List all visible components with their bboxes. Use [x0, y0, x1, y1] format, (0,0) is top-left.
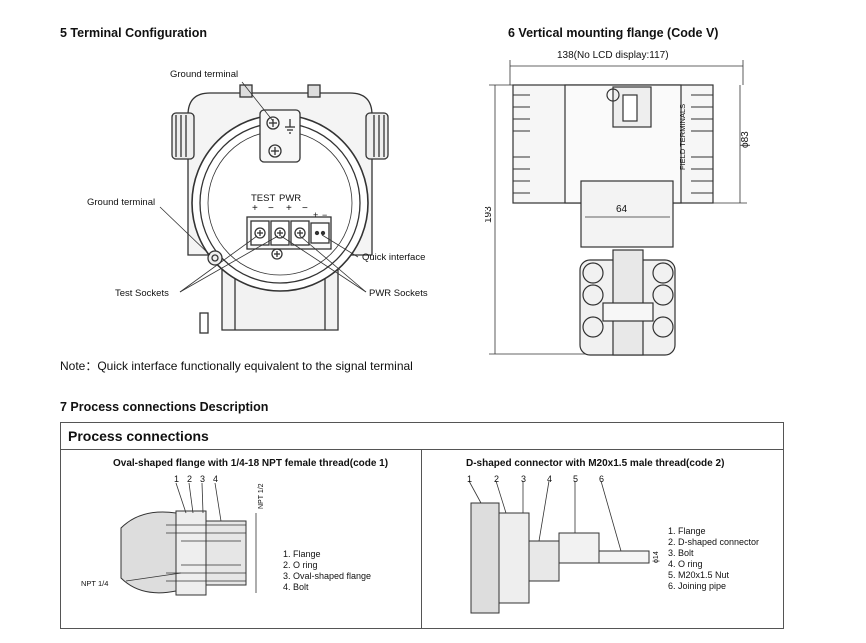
left-num-1: 1 [174, 474, 180, 484]
svg-text:−: − [322, 210, 327, 220]
ground-terminal-top-label: Ground terminal [170, 69, 239, 80]
right-num-2: 2 [494, 474, 500, 484]
right-legend-3: 3. Bolt [668, 548, 694, 558]
vertical-flange-drawing: FIELD TERMINALS ϕ83 193 64 [485, 60, 751, 356]
left-legend-3: 3. Oval-shaped flange [283, 571, 372, 581]
section-6-title: 6 Vertical mounting flange (Code V) [508, 26, 719, 40]
dim-width: 138(No LCD display:117) [557, 50, 669, 61]
test-label: TEST [251, 193, 275, 204]
dim-diameter: ϕ83 [740, 131, 751, 148]
right-dim-14: ϕ14 [653, 551, 660, 563]
note-text: Note：Quick interface functionally equiva… [60, 359, 413, 373]
process-connections-header: Process connections [61, 423, 783, 450]
svg-text:−: − [268, 203, 274, 214]
right-num-5: 5 [573, 474, 579, 484]
left-caption: Oval-shaped flange with 1/4-18 NPT femal… [113, 458, 389, 469]
right-num-6: 6 [599, 474, 605, 484]
npt-quarter-label: NPT 1/4 [81, 579, 109, 588]
left-num-3: 3 [200, 474, 206, 484]
left-legend-1: 1. Flange [283, 549, 321, 559]
dim-height: 193 [485, 206, 494, 223]
right-caption: D-shaped connector with M20x1.5 male thr… [466, 458, 725, 469]
left-legend-2: 2. O ring [283, 560, 318, 570]
section-5-title: 5 Terminal Configuration [60, 26, 207, 40]
process-connections-heading: Process connections [68, 428, 209, 444]
oval-flange-drawing [120, 482, 257, 596]
svg-text:+: + [313, 210, 318, 220]
section-7-title: 7 Process connections Description [60, 400, 269, 414]
terminal-configuration-drawing: TEST PWR + − + − + − [159, 81, 389, 334]
quick-interface-label: Quick interface [362, 252, 426, 263]
right-legend-1: 1. Flange [668, 526, 706, 536]
table-divider [421, 450, 422, 628]
right-num-3: 3 [521, 474, 527, 484]
left-legend-4: 4. Bolt [283, 582, 309, 592]
right-legend-4: 4. O ring [668, 559, 703, 569]
ground-terminal-left-label: Ground terminal [87, 197, 156, 208]
field-terminals-text: FIELD TERMINALS [678, 104, 687, 170]
pwr-label: PWR [279, 193, 301, 204]
process-connections-table: Process connections Oval-shaped flange w… [60, 422, 784, 629]
right-num-1: 1 [467, 474, 473, 484]
left-num-2: 2 [187, 474, 193, 484]
svg-text:+: + [252, 203, 258, 214]
right-legend-5: 5. M20x1.5 Nut [668, 570, 730, 580]
test-sockets-label: Test Sockets [115, 288, 169, 299]
right-num-4: 4 [547, 474, 553, 484]
d-connector-drawing [468, 480, 650, 614]
right-legend-6: 6. Joining pipe [668, 581, 727, 591]
pwr-sockets-label: PWR Sockets [369, 288, 428, 299]
right-legend-2: 2. D-shaped connector [668, 537, 760, 547]
dim-64: 64 [616, 204, 628, 215]
npt-half-label: NPT 1/2 [258, 483, 265, 509]
svg-text:+: + [286, 203, 292, 214]
left-num-4: 4 [213, 474, 219, 484]
svg-text:−: − [302, 203, 308, 214]
